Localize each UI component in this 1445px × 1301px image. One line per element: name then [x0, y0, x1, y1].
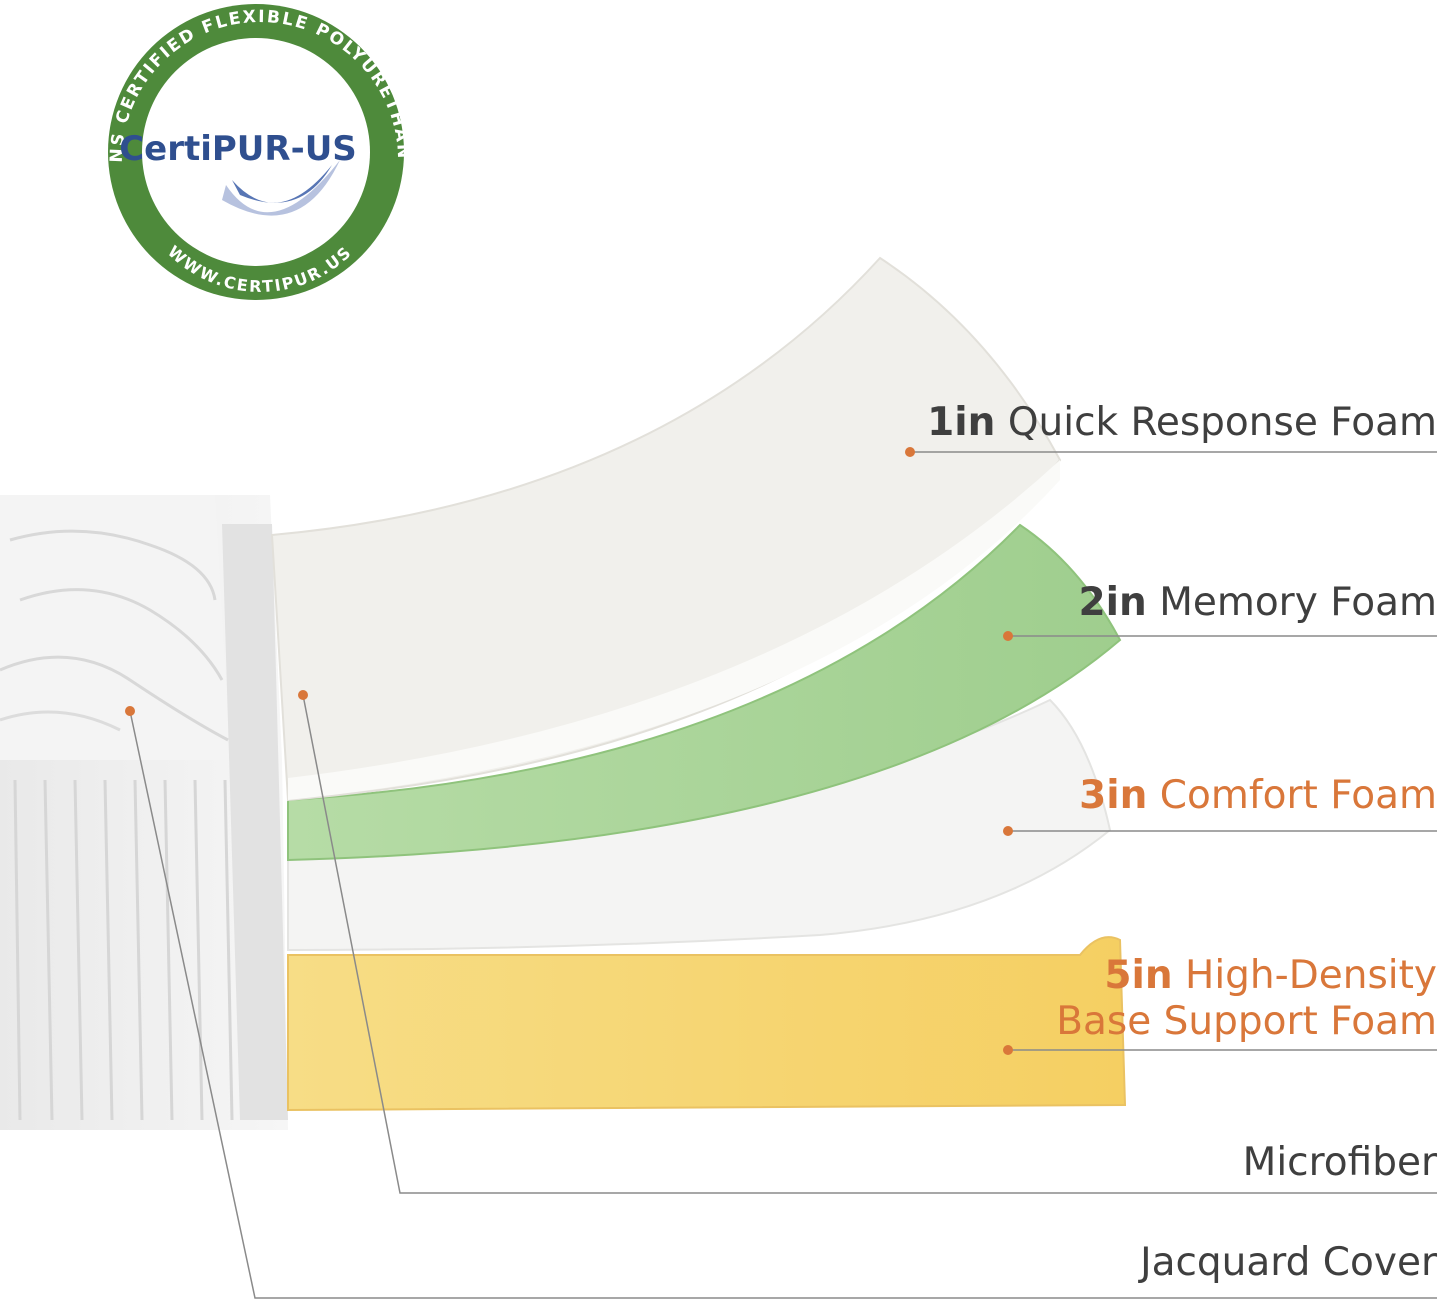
badge-center: [142, 38, 370, 266]
marker-dot-comfort: [1003, 826, 1013, 836]
leader-lines: [129, 451, 1437, 1299]
marker-dot-base: [1003, 1045, 1013, 1055]
leader-line-microfiber: [302, 694, 1437, 1194]
label-text: Quick Response Foam: [1007, 400, 1437, 445]
label-quick-response-foam: 1in Quick Response Foam: [927, 400, 1437, 446]
label-thickness: 3in: [1079, 773, 1148, 818]
label-text: High-Density: [1185, 953, 1437, 998]
memory-foam-layer: [287, 523, 1122, 862]
label-text-line2: Base Support Foam: [1056, 999, 1437, 1044]
label-thickness: 5in: [1104, 953, 1173, 998]
label-base-support-foam: 5in High-Density Base Support Foam: [1056, 953, 1437, 1045]
marker-dot-jacquard: [125, 706, 135, 716]
label-thickness: 1in: [927, 400, 996, 445]
label-thickness: 2in: [1078, 580, 1147, 625]
certipur-badge: CONTAINS CERTIFIED FLEXIBLE POLYURETHANE…: [0, 0, 411, 300]
label-text: Jacquard Cover: [1140, 1240, 1437, 1285]
marker-dot-microfiber: [298, 690, 308, 700]
label-text: Comfort Foam: [1159, 773, 1437, 818]
marker-dot-quick-response: [905, 447, 915, 457]
leader-line-jacquard: [129, 710, 1437, 1299]
marker-dots: [125, 447, 1013, 1055]
base-support-foam-layer: [287, 936, 1127, 1112]
label-text: Microfiber: [1242, 1140, 1437, 1185]
marker-dot-memory: [1003, 631, 1013, 641]
jacquard-cover-block: [0, 495, 288, 1130]
label-comfort-foam: 3in Comfort Foam: [1079, 773, 1437, 819]
badge-brand-text: CertiPUR-US: [119, 129, 357, 169]
microfiber-strip: [222, 524, 288, 1120]
label-memory-foam: 2in Memory Foam: [1079, 580, 1438, 626]
label-jacquard-cover: Jacquard Cover: [1140, 1240, 1437, 1286]
label-microfiber: Microfiber: [1243, 1140, 1437, 1186]
quick-response-foam-layer: [270, 256, 1062, 802]
badge-swoosh-shadow: [222, 160, 340, 216]
label-text: Memory Foam: [1159, 580, 1437, 625]
